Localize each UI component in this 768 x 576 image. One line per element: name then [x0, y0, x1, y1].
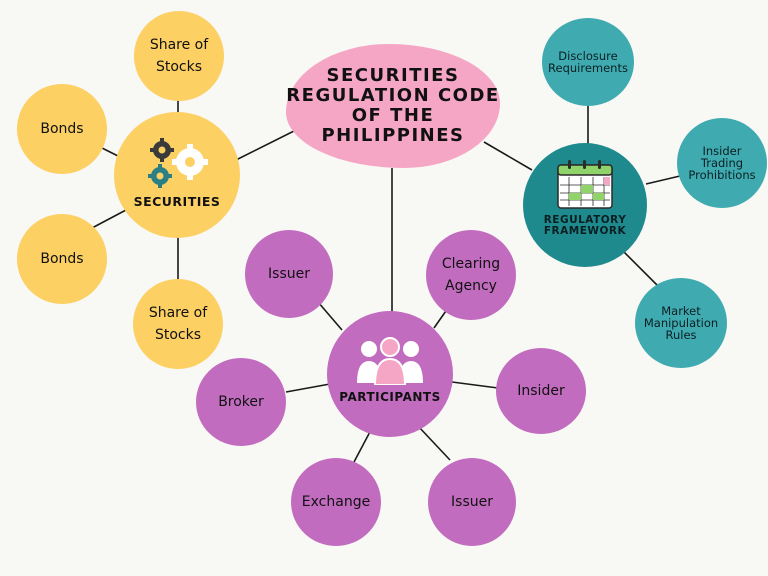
participant-item-label: Issuer	[451, 494, 493, 510]
link-par-6	[417, 425, 451, 461]
participant-item-label: Broker	[218, 394, 264, 410]
securities-item-label: Share of Stocks	[148, 305, 208, 343]
gears-icon	[148, 138, 208, 188]
central-topic-title: SECURITIES REGULATION CODE OF THE PHILIP…	[286, 65, 500, 146]
calendar-icon	[557, 160, 613, 209]
securities-item: Bonds	[17, 214, 107, 304]
link-par-4	[451, 381, 499, 389]
regulatory-item-label: Insider Trading Prohibitions	[688, 144, 756, 182]
securities-hub-label: SECURITIES	[133, 194, 221, 209]
link-par-3	[285, 383, 331, 393]
participant-item: Clearing Agency	[426, 230, 516, 320]
link-sec-3	[91, 209, 127, 229]
participant-item-label: Insider	[517, 383, 565, 399]
securities-item-label: Share of Stocks	[149, 37, 209, 75]
regulatory-item: Disclosure Requirements	[542, 18, 634, 106]
link-title-regulatory	[483, 141, 533, 171]
participant-item: Exchange	[291, 458, 381, 546]
link-par-1	[317, 301, 343, 331]
link-reg-3	[621, 249, 661, 289]
people-group-icon	[357, 337, 423, 385]
participant-item: Issuer	[428, 458, 516, 546]
regulatory-framework-hub: REGULATORY FRAMEWORK	[523, 143, 647, 267]
securities-item: Share of Stocks	[134, 11, 224, 101]
link-reg-2	[645, 175, 681, 185]
participant-item: Issuer	[245, 230, 333, 318]
participant-item-label: Issuer	[268, 266, 310, 282]
securities-item: Share of Stocks	[133, 279, 223, 369]
securities-item-label: Bonds	[40, 251, 84, 267]
securities-item-label: Bonds	[40, 121, 84, 137]
regulatory-framework-hub-label: REGULATORY FRAMEWORK	[543, 214, 627, 237]
securities-hub: SECURITIES	[114, 112, 240, 238]
participants-hub-label: PARTICIPANTS	[339, 390, 441, 404]
participant-item-label: Clearing Agency	[441, 256, 501, 294]
regulatory-item-label: Market Manipulation Rules	[643, 304, 719, 342]
link-title-securities	[231, 127, 301, 163]
participants-hub: PARTICIPANTS	[327, 311, 453, 437]
regulatory-item: Insider Trading Prohibitions	[677, 118, 767, 208]
central-topic: SECURITIES REGULATION CODE OF THE PHILIP…	[286, 44, 500, 168]
securities-item: Bonds	[17, 84, 107, 174]
regulatory-item: Market Manipulation Rules	[635, 278, 727, 368]
regulatory-item-label: Disclosure Requirements	[548, 49, 628, 75]
participant-item: Insider	[496, 348, 586, 434]
participant-item-label: Exchange	[301, 494, 371, 510]
participant-item: Broker	[196, 358, 286, 446]
